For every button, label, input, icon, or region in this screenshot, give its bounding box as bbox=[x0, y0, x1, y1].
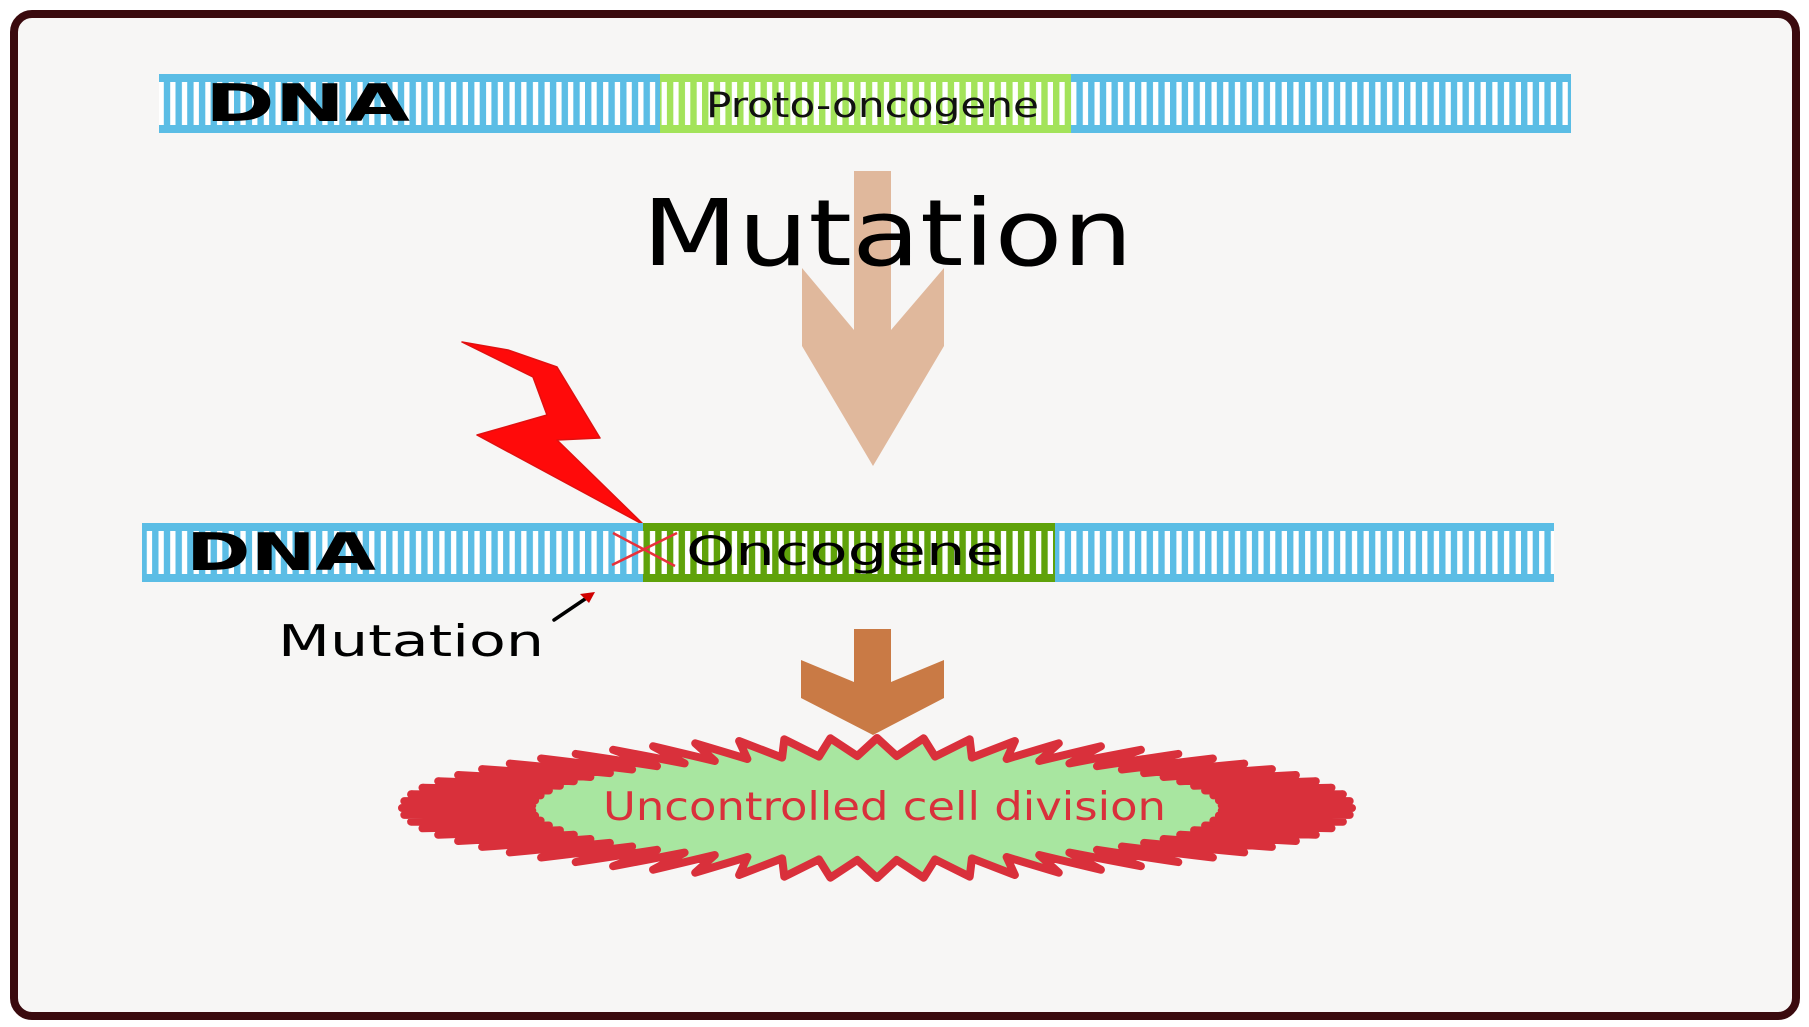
proto-oncogene-segment bbox=[660, 74, 1071, 133]
oncogene-segment bbox=[643, 523, 1055, 582]
dna-strand-mutated: DNA Oncogene bbox=[142, 523, 1554, 583]
mutation-callout-label: Mutation bbox=[278, 616, 544, 667]
mutation-title: Mutation bbox=[642, 180, 1133, 287]
oncogene-label: Oncogene bbox=[686, 529, 1004, 575]
mutation-callout: Mutation bbox=[278, 592, 595, 667]
mutation-arrow bbox=[802, 171, 944, 466]
dna-strand-proto: DNA Proto-oncogene bbox=[159, 74, 1571, 134]
dna-label: DNA bbox=[205, 74, 410, 134]
cross-mark-icon bbox=[611, 531, 678, 568]
result-arrow-down-icon bbox=[801, 629, 944, 735]
starburst-shape bbox=[398, 734, 1356, 882]
proto-oncogene-label: Proto-oncogene bbox=[706, 86, 1039, 126]
uncontrolled-division-burst: Uncontrolled cell division bbox=[398, 734, 1356, 882]
arrow-down-icon bbox=[802, 171, 944, 466]
outcome-label: Uncontrolled cell division bbox=[603, 785, 1166, 830]
arrow-up-right-icon bbox=[552, 592, 595, 622]
dna-label: DNA bbox=[186, 523, 376, 583]
lightning-bolt-icon bbox=[461, 341, 645, 526]
